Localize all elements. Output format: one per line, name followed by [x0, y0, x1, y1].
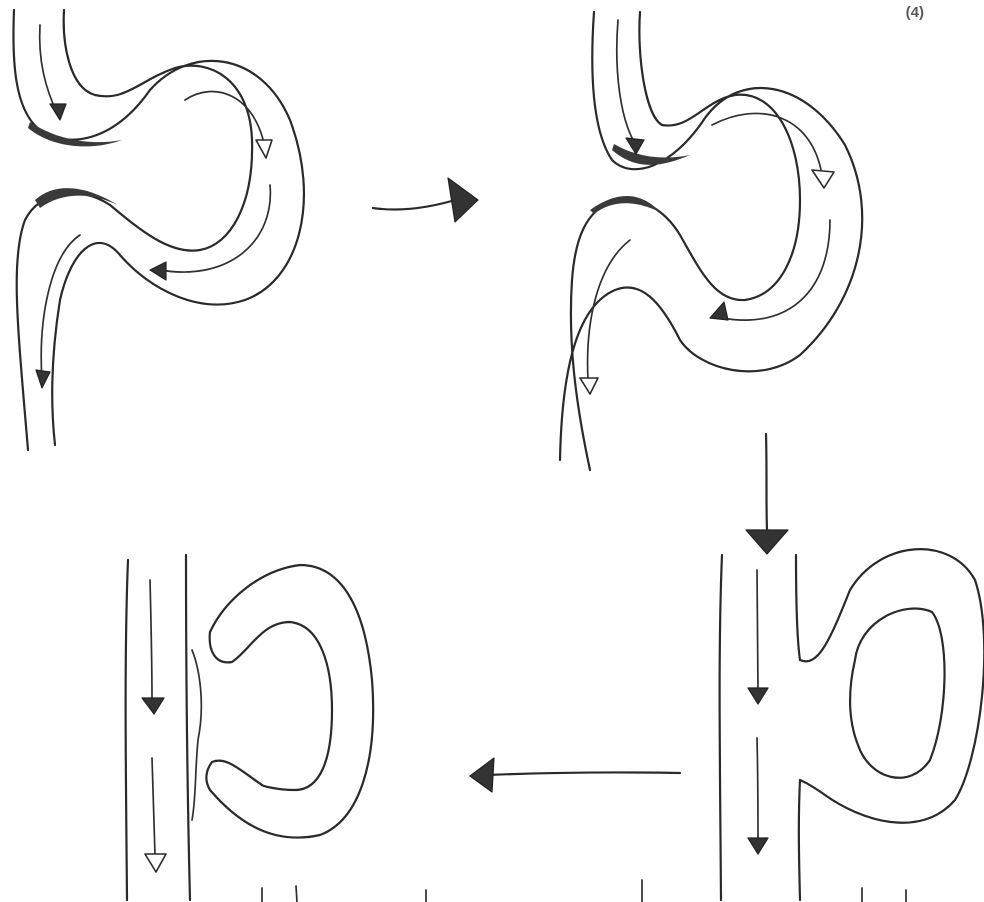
stage-2-cut-bank-upper — [612, 144, 690, 165]
transition-arrow-right — [373, 178, 478, 222]
stage-4-flow-line-1 — [150, 580, 152, 700]
stage-2-arrowhead-3 — [710, 302, 728, 320]
transition-arrow-left — [470, 758, 680, 792]
transition-arrow-left-head — [470, 758, 494, 792]
transition-arrow-down — [746, 434, 788, 554]
stage-3-arrowhead-1 — [748, 688, 768, 704]
stage-4-oxbow-inner — [210, 622, 332, 790]
stage-1-arrowhead-3 — [150, 262, 166, 280]
stage-1-arrowhead-4 — [36, 370, 50, 388]
stage-3-loop-inner — [850, 609, 944, 778]
stage-4-arrowhead-1 — [142, 698, 164, 714]
stage-1-flow-line-3 — [160, 185, 270, 272]
stage-4-flow-line-2 — [152, 758, 155, 855]
stage-4-abandoned-neck-trace — [192, 650, 201, 820]
stage-4-oxbow — [126, 555, 374, 900]
stage-2-flow-line-1 — [617, 20, 636, 145]
stage-4-arrowhead-2 — [145, 854, 166, 872]
transition-arrow-right-head — [448, 178, 478, 222]
stage-4-right-bank — [186, 555, 190, 900]
stage-2-meander — [560, 12, 862, 470]
stage-2-arrowhead-4 — [580, 378, 598, 394]
transition-arrow-right-line — [373, 198, 462, 210]
transition-arrow-down-line — [766, 434, 767, 530]
stage-1-cut-bank-lower — [35, 188, 118, 208]
stray-mark — [296, 886, 297, 902]
transition-arrow-left-line — [488, 772, 680, 775]
stage-3-left-bank — [720, 555, 722, 900]
bottom-edge-stray-marks — [262, 880, 906, 902]
stage-2-flow-line-4 — [588, 240, 630, 380]
stage-3-right-bank-upper — [796, 555, 800, 660]
stage-3-flow-line-2 — [757, 738, 758, 840]
stage-2-cut-bank-lower — [590, 196, 660, 214]
stage-3-arrowhead-2 — [748, 838, 768, 854]
stage-2-inner-bank — [571, 12, 800, 470]
stage-3-flow-line-1 — [757, 570, 758, 690]
stage-4-oxbow-outer — [206, 565, 373, 838]
stage-2-flow-line-3 — [722, 220, 830, 320]
stage-1-arrowhead-2 — [256, 140, 272, 158]
stage-1-flow-line-1 — [40, 25, 58, 115]
stage-3-cutoff — [720, 549, 984, 900]
transition-arrow-down-head — [746, 530, 788, 554]
stage-2-outer-bank — [560, 12, 862, 460]
stage-2-flow-line-2 — [712, 113, 822, 175]
stage-1-flow-line-4 — [41, 235, 80, 380]
stage-4-left-bank — [126, 560, 128, 900]
stage-1-meander — [13, 10, 304, 450]
stage-3-loop-outer — [800, 549, 984, 823]
stage-2-arrowhead-2 — [812, 170, 834, 188]
stage-1-arrowhead-1 — [50, 104, 66, 120]
stage-1-cut-bank-upper — [28, 122, 122, 146]
stage-3-right-bank-lower — [799, 780, 800, 900]
